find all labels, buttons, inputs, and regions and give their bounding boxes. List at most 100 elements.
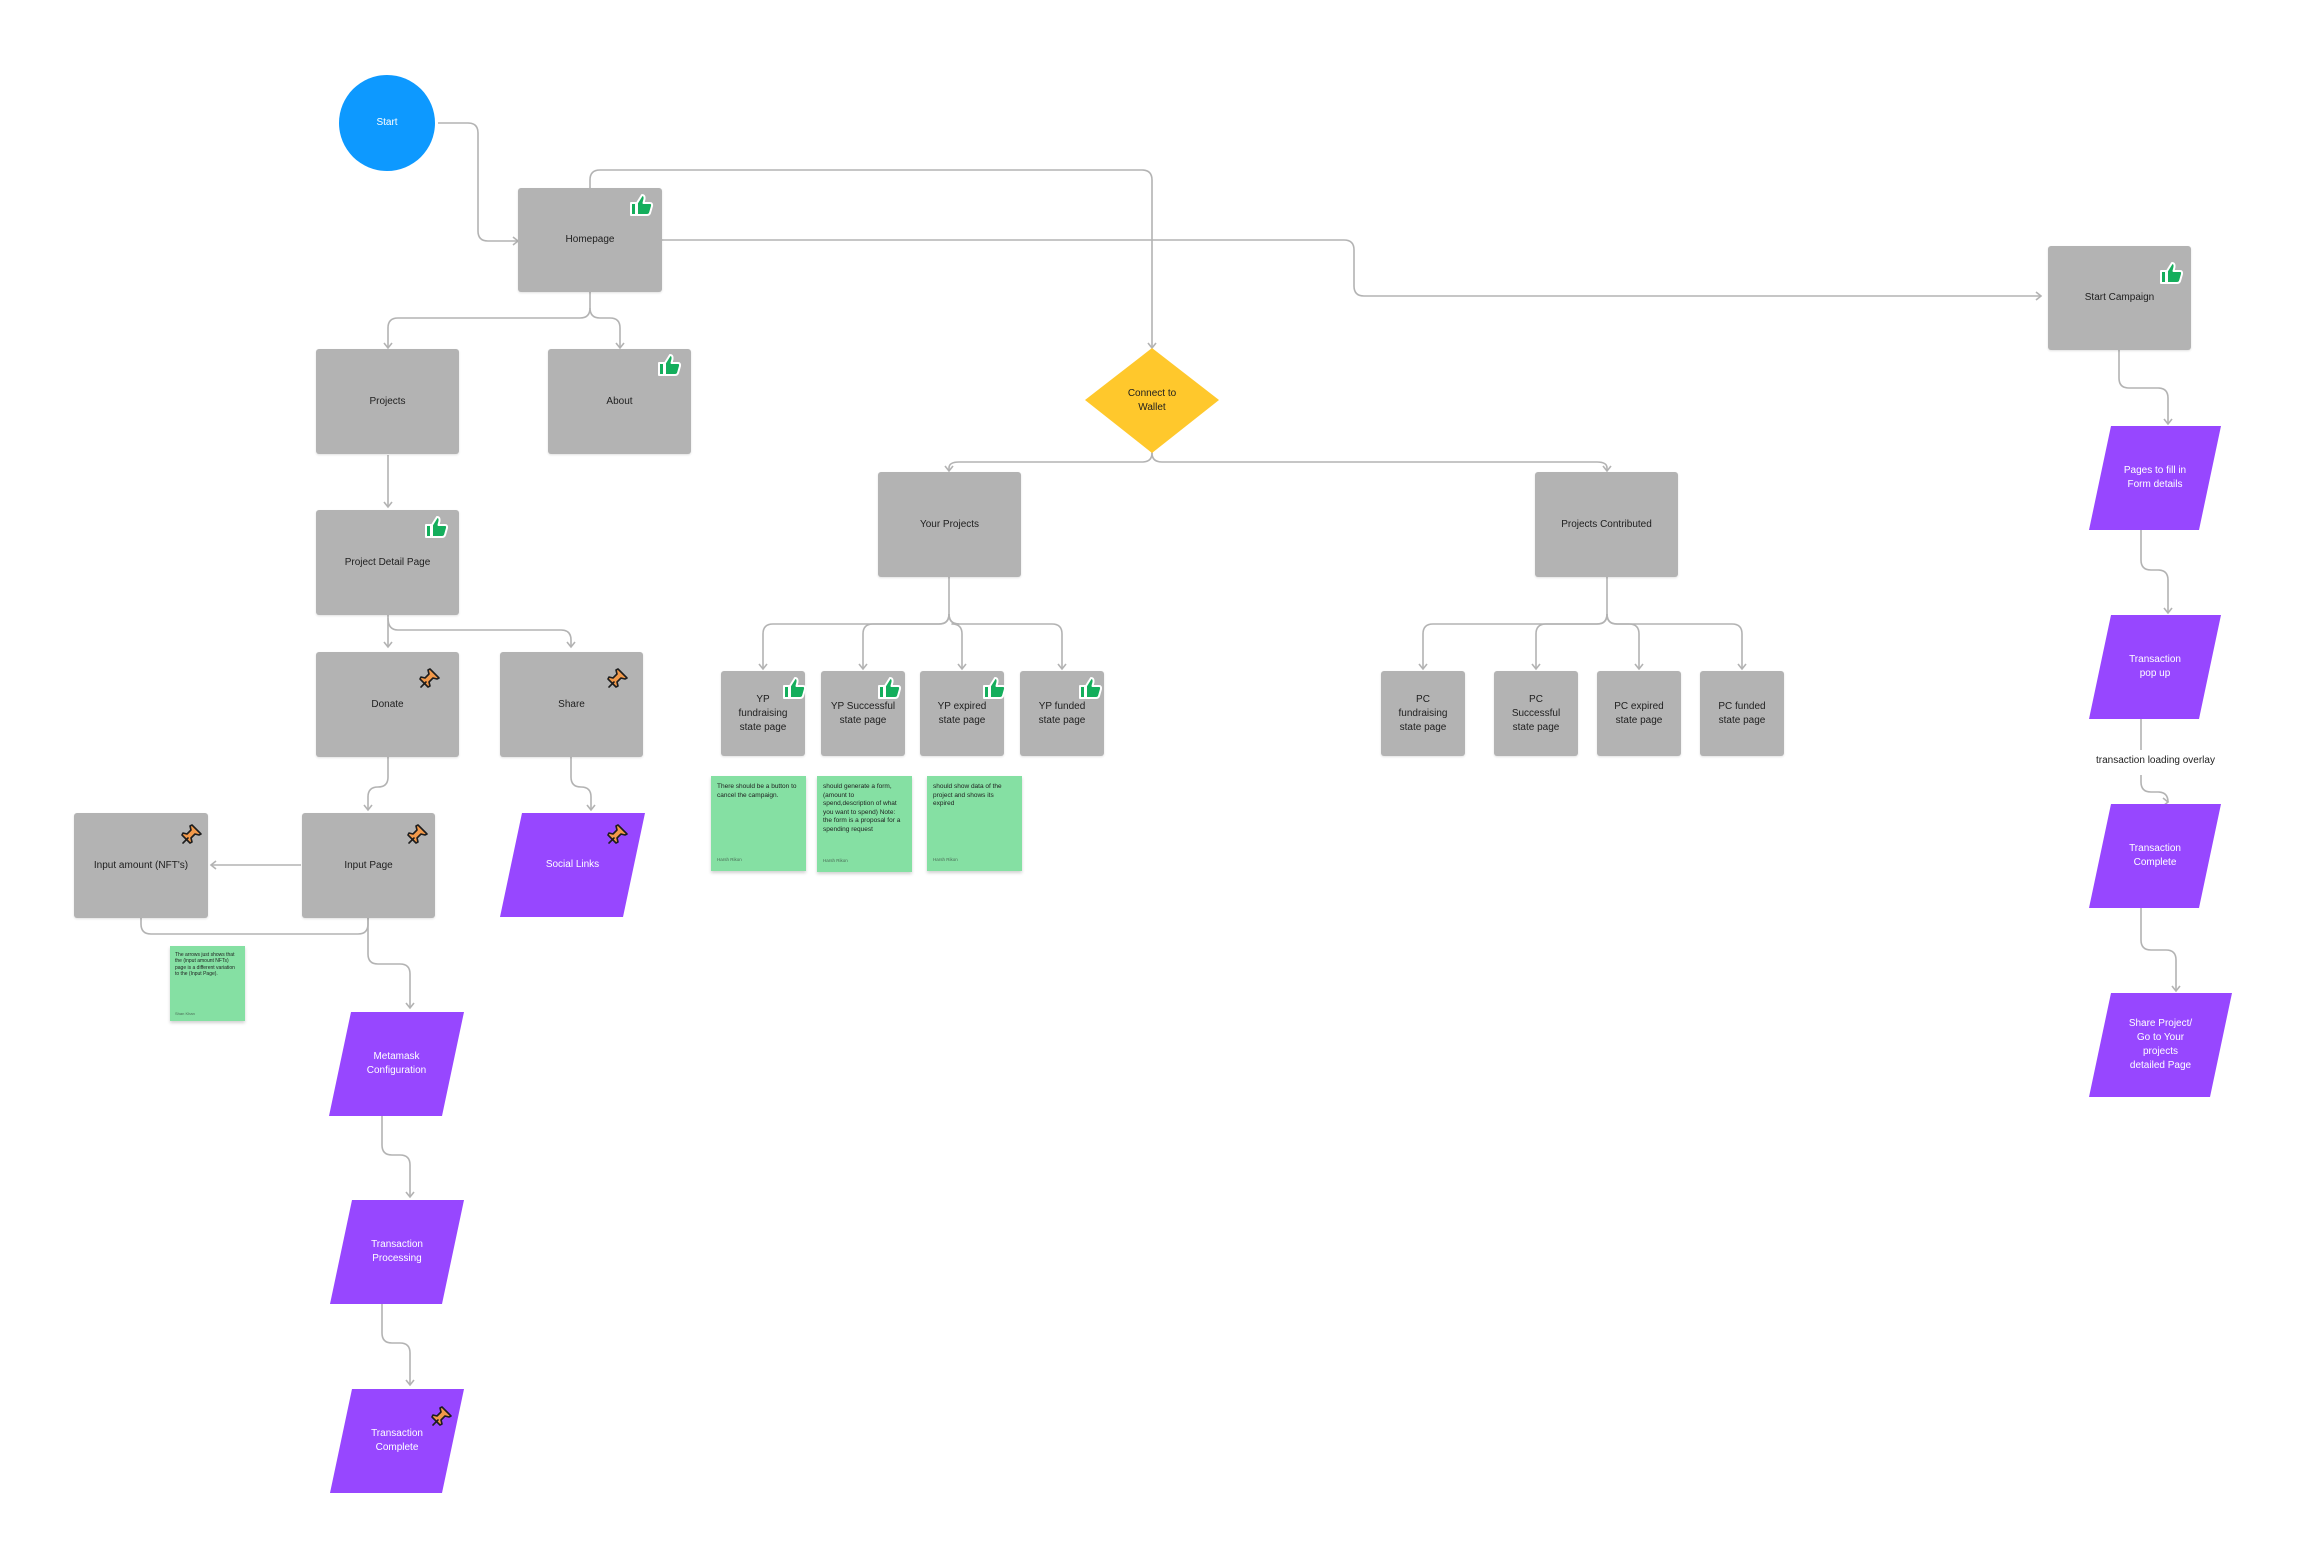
connector-homepage-projects bbox=[383, 292, 591, 350]
thumbs-up-icon bbox=[425, 516, 449, 538]
thumbs-up-icon bbox=[783, 677, 807, 699]
donate-node[interactable]: Donate bbox=[316, 652, 459, 757]
pin-icon bbox=[419, 668, 440, 688]
pin-icon bbox=[431, 1406, 452, 1426]
connector-pc-funded bbox=[1606, 613, 1747, 671]
pc-funded-label: PC funded state page bbox=[1718, 700, 1766, 726]
pages-form-node[interactable]: Pages to fill in Form details bbox=[2089, 426, 2221, 530]
connector-wallet-yourprojects bbox=[944, 452, 1153, 473]
connect-wallet-node[interactable]: Connect to Wallet bbox=[1085, 348, 1219, 453]
donate-label: Donate bbox=[371, 698, 404, 710]
connect-wallet-label: Connect to Wallet bbox=[1127, 387, 1177, 413]
connector-pages-popup bbox=[2140, 530, 2173, 615]
project-detail-label: Project Detail Page bbox=[344, 556, 431, 568]
sticky-note-expired-author: Harsh Rikon bbox=[933, 857, 958, 863]
connector-pc-successful bbox=[1531, 613, 1608, 671]
metamask-label: Metamask Configuration bbox=[366, 1051, 427, 1076]
pin-icon bbox=[407, 824, 428, 844]
about-label: About bbox=[606, 395, 633, 407]
pc-funded-node[interactable]: PC funded state page bbox=[1700, 671, 1784, 756]
thumbs-up-icon bbox=[983, 677, 1007, 699]
tx-complete-right-node[interactable]: Transaction Complete bbox=[2089, 804, 2221, 908]
pc-successful-node[interactable]: PC Successful state page bbox=[1494, 671, 1578, 756]
tx-processing-label: Transaction Processing bbox=[371, 1239, 423, 1264]
sticky-note-expired: should show data of the project and show… bbox=[927, 776, 1022, 871]
connector-homepage-wallet bbox=[589, 169, 1157, 350]
thumbs-up-icon bbox=[630, 194, 654, 216]
connector-yp-fundraising bbox=[758, 613, 950, 671]
sticky-note-variation-text: The arrows just shows that the (input am… bbox=[175, 952, 235, 978]
pin-icon bbox=[607, 824, 628, 844]
connector-processing-complete bbox=[381, 1303, 415, 1387]
start-campaign-node[interactable]: Start Campaign bbox=[2048, 246, 2191, 350]
connector-metamask-processing bbox=[381, 1115, 415, 1199]
tx-complete-right-label: Transaction Complete bbox=[2129, 843, 2181, 868]
pc-fundraising-node[interactable]: PC fundraising state page bbox=[1381, 671, 1465, 756]
projects-node[interactable]: Projects bbox=[316, 349, 459, 454]
thumbs-up-icon bbox=[1079, 677, 1103, 699]
connector-amount-bracket bbox=[140, 918, 369, 935]
tx-popup-node[interactable]: Transaction pop up bbox=[2089, 615, 2221, 719]
input-amount-node[interactable]: Input amount (NFT's) bbox=[74, 813, 208, 918]
your-projects-node[interactable]: Your Projects bbox=[878, 472, 1021, 577]
pc-successful-label: PC Successful state page bbox=[1511, 693, 1561, 733]
thumbs-up-icon bbox=[878, 677, 902, 699]
sticky-note-cancel: There should be a button to cancel the c… bbox=[711, 776, 806, 871]
pin-icon bbox=[607, 668, 628, 688]
connector-homepage-about bbox=[589, 307, 625, 350]
your-projects-label: Your Projects bbox=[919, 518, 980, 530]
sticky-note-form-author: Harsh Rikon bbox=[823, 858, 848, 864]
sticky-note-form: should generate a form, (amount to spend… bbox=[817, 776, 912, 872]
pc-expired-node[interactable]: PC expired state page bbox=[1597, 671, 1681, 756]
input-page-node[interactable]: Input Page bbox=[302, 813, 435, 918]
pc-expired-label: PC expired state page bbox=[1614, 700, 1664, 726]
yp-successful-label: YP Successful state page bbox=[830, 700, 896, 726]
yp-fundraising-label: YP fundraising state page bbox=[738, 693, 788, 733]
sticky-note-variation-author: Shan Khan bbox=[175, 1010, 195, 1016]
tx-popup-label: Transaction pop up bbox=[2129, 654, 2181, 679]
connector-label-complete bbox=[2140, 775, 2173, 804]
pc-fundraising-label: PC fundraising state page bbox=[1398, 693, 1448, 733]
share-project-label: Share Project/ Go to Your projects detai… bbox=[2128, 1018, 2193, 1071]
start-label: Start bbox=[376, 117, 398, 128]
pin-icon bbox=[181, 824, 202, 844]
connector-donate-input bbox=[363, 757, 389, 812]
tx-complete-left-label: Transaction Complete bbox=[371, 1428, 423, 1453]
connector-detail-share bbox=[387, 617, 576, 649]
input-page-label: Input Page bbox=[344, 859, 393, 871]
projects-contributed-node[interactable]: Projects Contributed bbox=[1535, 472, 1678, 577]
thumbs-up-icon bbox=[658, 354, 682, 376]
input-amount-label: Input amount (NFT's) bbox=[93, 859, 189, 871]
connector-input-metamask bbox=[367, 918, 415, 1010]
share-project-node[interactable]: Share Project/ Go to Your projects detai… bbox=[2089, 993, 2232, 1097]
metamask-node[interactable]: Metamask Configuration bbox=[329, 1012, 464, 1116]
share-label: Share bbox=[558, 698, 585, 710]
connector-yp-funded bbox=[948, 613, 1067, 671]
connector-start-homepage bbox=[438, 122, 520, 246]
homepage-label: Homepage bbox=[565, 234, 615, 245]
sticky-note-form-text: should generate a form, (amount to spend… bbox=[823, 783, 901, 833]
connector-complete-share bbox=[2140, 908, 2181, 993]
pages-form-label: Pages to fill in Form details bbox=[2123, 465, 2187, 490]
start-campaign-label: Start Campaign bbox=[2084, 292, 2155, 303]
loading-overlay-label: transaction loading overlay bbox=[2096, 755, 2215, 766]
projects-contributed-label: Projects Contributed bbox=[1561, 518, 1652, 530]
thumbs-up-icon bbox=[2160, 262, 2184, 284]
projects-label: Projects bbox=[369, 395, 406, 407]
connector-share-social bbox=[570, 757, 596, 812]
social-links-node[interactable]: Social Links bbox=[500, 813, 645, 917]
connector-wallet-contributed bbox=[1151, 452, 1612, 473]
tx-complete-left-node[interactable]: Transaction Complete bbox=[330, 1389, 464, 1493]
connector-homepage-campaign bbox=[662, 239, 2043, 301]
connector-yp-successful bbox=[858, 613, 950, 671]
sticky-note-cancel-text: There should be a button to cancel the c… bbox=[717, 783, 797, 799]
yp-expired-label: YP expired state page bbox=[937, 700, 987, 726]
connector-pc-fundraising bbox=[1418, 613, 1608, 671]
sticky-note-expired-text: should show data of the project and show… bbox=[933, 783, 1002, 808]
yp-funded-label: YP funded state page bbox=[1038, 700, 1086, 726]
start-node[interactable]: Start bbox=[339, 75, 435, 171]
tx-processing-node[interactable]: Transaction Processing bbox=[330, 1200, 464, 1304]
social-links-label: Social Links bbox=[545, 859, 600, 870]
